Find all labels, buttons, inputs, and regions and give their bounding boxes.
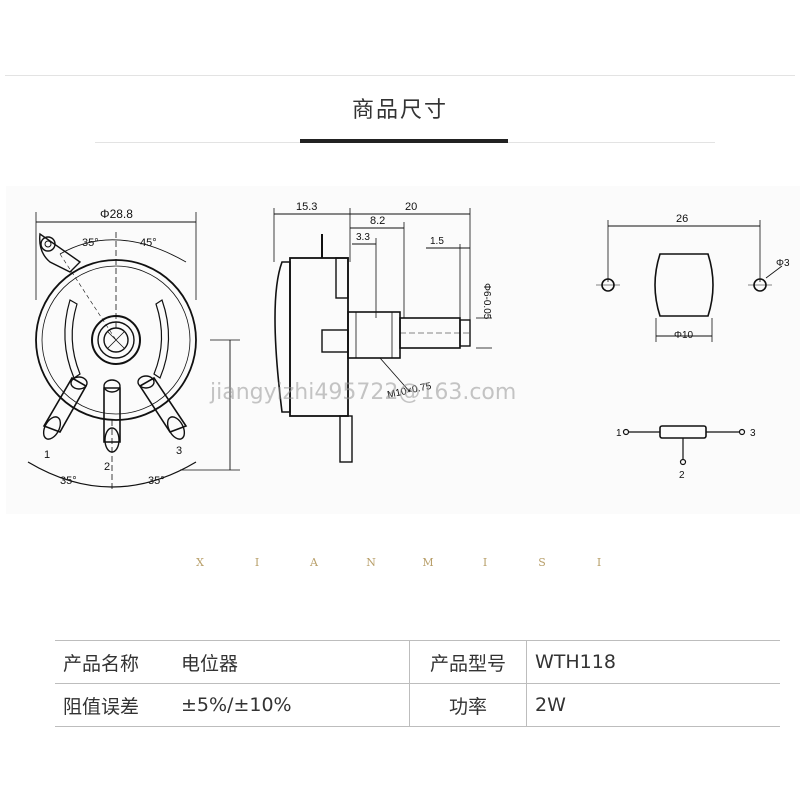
brand-letter: N xyxy=(366,556,377,569)
dim-15-3: 15.3 xyxy=(296,201,317,213)
dim-center-10: Φ10 xyxy=(674,330,694,341)
table-row: 产品名称 电位器 产品型号 WTH118 xyxy=(55,640,780,684)
terminal-1: 1 xyxy=(42,376,88,461)
panel-cutout-view: 26 Φ3 Φ10 xyxy=(596,213,790,342)
potentiometer-schematic: 1 3 2 xyxy=(616,425,756,481)
spec-label-power: 功率 xyxy=(409,683,527,727)
svg-text:3: 3 xyxy=(176,445,182,457)
brand-letter: I xyxy=(482,556,489,569)
spec-label-model: 产品型号 xyxy=(409,640,527,684)
brand-letter: A xyxy=(310,556,319,569)
brand-letter: I xyxy=(254,556,261,569)
angle-45-top: 45° xyxy=(140,237,157,249)
table-row: 阻值误差 ±5%/±10% 功率 2W xyxy=(55,683,780,727)
dim-26: 26 xyxy=(676,213,688,225)
dim-1-5: 1.5 xyxy=(430,236,444,247)
dim-8-2: 8.2 xyxy=(370,215,385,227)
dim-3-3: 3.3 xyxy=(356,232,370,243)
svg-text:2: 2 xyxy=(104,461,110,473)
brand-letter: S xyxy=(538,556,547,569)
front-diameter-label: Φ28.8 xyxy=(100,207,133,221)
spec-label-tolerance: 阻值误差 xyxy=(55,683,173,727)
side-view: 15.3 20 8.2 3.3 1.5 Φ6-0.05 M10×0.7 xyxy=(273,201,492,463)
dim-shaft-diameter: Φ6-0.05 xyxy=(481,283,492,320)
spec-value-power: 2W xyxy=(526,683,780,727)
brand-letter: X xyxy=(196,556,205,569)
terminal-3: 3 xyxy=(137,375,188,457)
angle-35-bottom-right: 35° xyxy=(148,475,165,487)
svg-text:1: 1 xyxy=(44,449,50,461)
top-divider xyxy=(5,75,795,76)
spec-value-tolerance: ±5%/±10% xyxy=(173,683,410,727)
spec-label-product-name: 产品名称 xyxy=(55,640,173,684)
angle-35-top: 35° xyxy=(82,237,99,249)
schematic-pin-1: 1 xyxy=(616,428,622,439)
brand-letter: M xyxy=(422,556,435,569)
schematic-pin-3: 3 xyxy=(750,428,756,439)
brand-letters: X I A N M I S I xyxy=(0,556,800,569)
spec-value-model: WTH118 xyxy=(526,640,780,684)
dim-20: 20 xyxy=(405,201,417,213)
brand-letter: I xyxy=(596,556,603,569)
angle-35-bottom-left: 35° xyxy=(60,475,77,487)
watermark: jiangyizhi495722@163.com xyxy=(210,380,517,405)
title-underline-bar xyxy=(300,139,508,143)
spec-table: 产品名称 电位器 产品型号 WTH118 阻值误差 ±5%/±10% 功率 2W xyxy=(55,640,780,727)
front-view: Φ28.8 35° 45° 1 xyxy=(27,207,240,492)
schematic-pin-2: 2 xyxy=(679,470,685,481)
spec-value-product-name: 电位器 xyxy=(173,640,410,684)
dim-hole-3: Φ3 xyxy=(776,258,790,269)
page-title: 商品尺寸 xyxy=(351,98,448,123)
